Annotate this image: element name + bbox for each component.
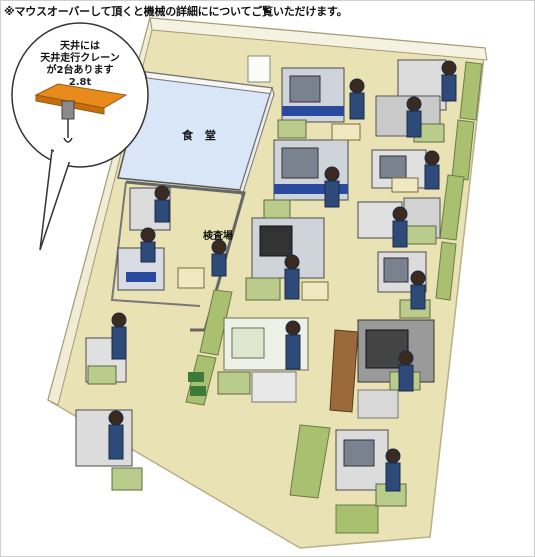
worker-figure [324, 166, 340, 208]
crane-line-3: が2台あります [46, 65, 114, 76]
door [247, 55, 271, 83]
crane-line-1: 天井には [60, 41, 100, 52]
worker-figure [108, 410, 124, 460]
work-tables [87, 119, 445, 507]
worker-figure [441, 60, 457, 102]
machine-milling-2[interactable] [75, 409, 133, 467]
worker-figure [140, 227, 156, 263]
workers [108, 60, 457, 492]
machine-nc-lathe-4[interactable] [377, 251, 427, 293]
machine-measuring-instrument[interactable] [117, 247, 165, 291]
worker-figure [424, 150, 440, 190]
worker-figure [284, 254, 300, 300]
right-wall-cabinets [435, 61, 483, 301]
machine-vertical-machining-center-1[interactable] [281, 67, 345, 123]
overhead-crane-icon [34, 83, 128, 143]
cafeteria-label: 食 堂 [182, 129, 220, 142]
crane-line-2: 天井走行クレーン [40, 53, 120, 64]
worker-figure [398, 350, 414, 392]
inspection-area-label: 検査場 [203, 231, 233, 242]
machine-cylindrical-grinder[interactable] [223, 317, 309, 403]
machine-machining-center-5[interactable] [251, 217, 325, 279]
worker-figure [410, 270, 426, 310]
center-storage-row [185, 289, 233, 406]
worker-figure [285, 320, 301, 370]
worker-figure [154, 185, 170, 223]
crane-tonnage: 2.8t [68, 77, 92, 88]
worker-figure [211, 239, 227, 277]
worker-figure [392, 206, 408, 248]
benches [177, 123, 419, 301]
worker-figure [385, 448, 401, 492]
bottom-storage [289, 329, 399, 534]
worker-figure [406, 96, 422, 138]
worker-figure [111, 312, 127, 360]
crane-info-label: 天井には 天井走行クレーン が2台あります 2.8t [28, 41, 132, 89]
mouseover-notice: ※マウスオーバーして頂くと機械の詳細にについてご覧いただけます。 [4, 5, 348, 18]
machine-surface-grinder[interactable] [335, 429, 389, 491]
worker-figure [349, 78, 365, 120]
